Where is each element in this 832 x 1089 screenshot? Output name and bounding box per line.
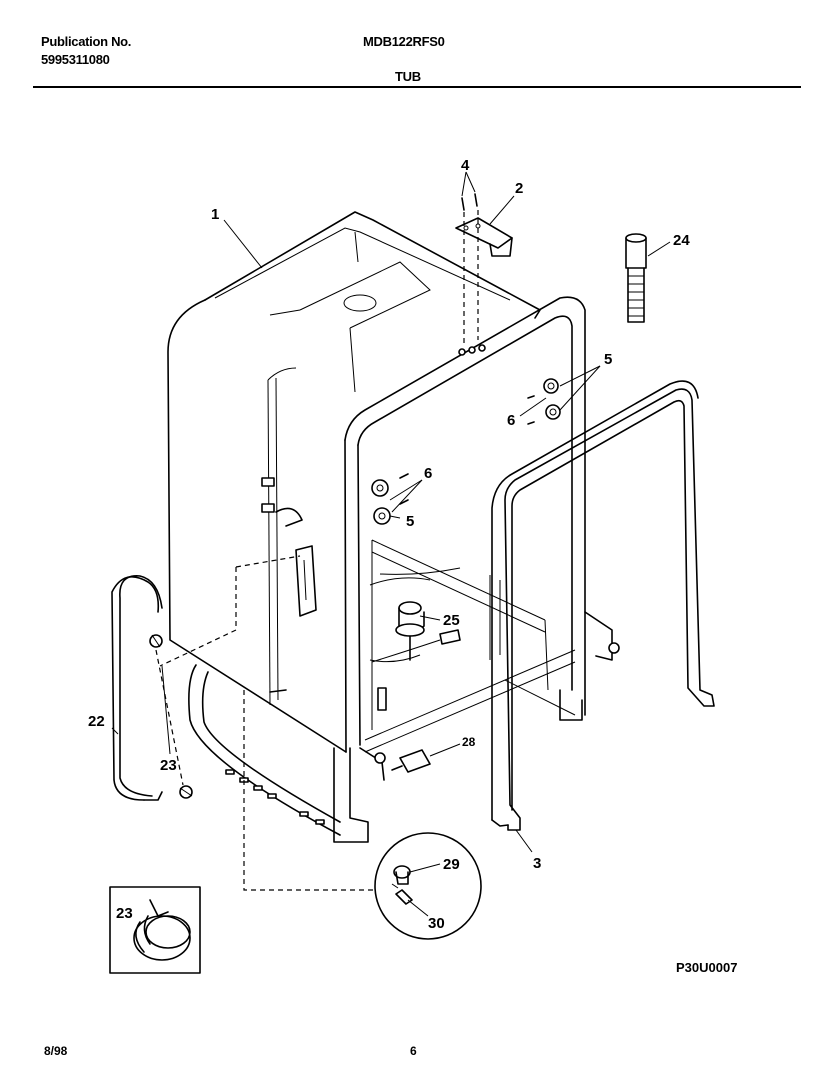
callout-6-right: 6 [507, 412, 515, 429]
callout-5-right: 5 [604, 351, 612, 368]
mount-holes [458, 344, 486, 356]
float-valve [395, 601, 425, 661]
hose-clamp [149, 634, 193, 799]
callout-2: 2 [515, 180, 523, 197]
callout-23-inset: 23 [116, 905, 133, 922]
model-number: MDB122RFS0 [363, 34, 445, 49]
callout-3: 3 [533, 855, 541, 872]
callout-4: 4 [461, 157, 470, 174]
header-rule [33, 86, 801, 88]
callout-23: 23 [160, 757, 177, 774]
callout-labels: 1 2 3 4 5 5 6 6 22 23 23 24 25 28 29 30 [88, 157, 690, 932]
callout-6-left: 6 [424, 465, 432, 482]
callout-1: 1 [211, 206, 219, 223]
callout-5-left: 5 [406, 513, 414, 530]
drain-hose [111, 575, 163, 801]
callout-24: 24 [673, 232, 690, 249]
publication-number: 5995311080 [41, 52, 110, 67]
callout-25: 25 [443, 612, 460, 629]
rail-slots [225, 769, 325, 825]
door-gasket [491, 380, 715, 831]
page-number: 6 [410, 1044, 417, 1058]
callout-29: 29 [443, 856, 460, 873]
callout-22: 22 [88, 713, 105, 730]
bracket-screws [461, 171, 478, 211]
leader-lines [111, 195, 671, 917]
tub-body [167, 211, 620, 843]
clamp-inset [109, 886, 201, 974]
switch-part [391, 749, 431, 773]
nuts-screws-right [527, 378, 561, 425]
figure-code: P30U0007 [676, 960, 737, 975]
section-title: TUB [395, 69, 421, 84]
publication-label: Publication No. [41, 34, 132, 49]
nuts-screws-left [371, 473, 409, 525]
callout-30: 30 [428, 915, 445, 932]
footer-date: 8/98 [44, 1044, 68, 1058]
callout-28: 28 [462, 735, 476, 749]
part-24-cylinder [625, 233, 647, 323]
